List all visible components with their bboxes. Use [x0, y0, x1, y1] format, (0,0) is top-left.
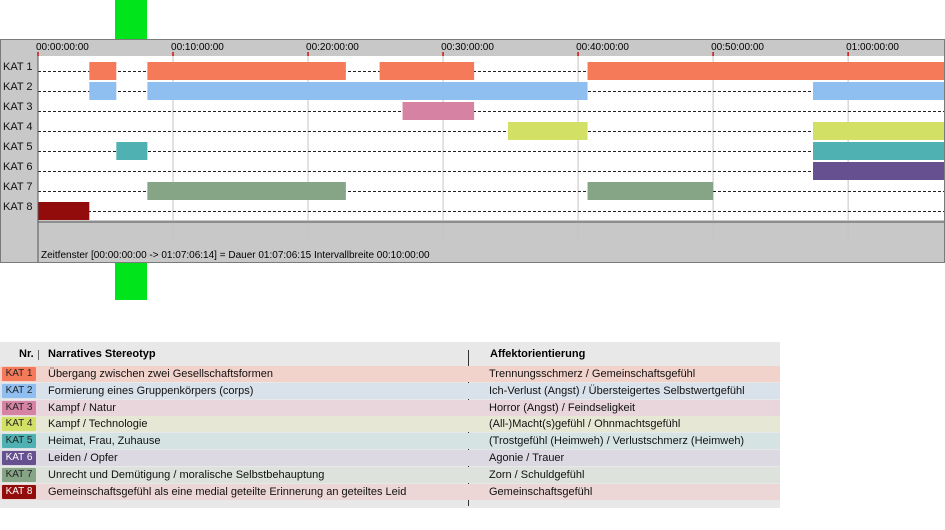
tick-label: 00:10:00:00: [171, 42, 224, 53]
legend-stereotyp-text: Unrecht und Demütigung / moralische Selb…: [48, 468, 325, 481]
legend-kat-swatch: KAT 5: [2, 434, 36, 449]
legend-kat-swatch: KAT 7: [2, 467, 36, 482]
playhead-marker-top[interactable]: [115, 0, 147, 39]
legend-row: KAT 8 Gemeinschaftsgefühl als eine medial…: [0, 483, 780, 500]
legend-stereotyp-text: Heimat, Frau, Zuhause: [48, 435, 161, 448]
legend-row: KAT 2 Formierung eines Gruppenkörpers (co…: [0, 382, 780, 399]
legend-affekt-text: (Trostgefühl (Heimweh) / Verlustschmerz …: [489, 435, 745, 448]
category-label: KAT 4: [3, 121, 33, 133]
legend-kat-swatch: KAT 4: [2, 417, 36, 432]
legend-row: KAT 6 Leiden / Opfer Agonie / Trauer: [0, 450, 780, 466]
legend-affekt-text: Zorn / Schuldgefühl: [489, 468, 585, 481]
legend-kat-swatch: KAT 1: [2, 367, 36, 381]
category-legend: Nr. Narratives Stereotyp Affektorientier…: [0, 342, 780, 508]
legend-affekt-text: Trennungsschmerz / Gemeinschaftsgefühl: [489, 368, 696, 380]
legend-stereotyp-text: Leiden / Opfer: [48, 452, 118, 464]
legend-affekt-text: Gemeinschaftsgefühl: [489, 485, 593, 498]
tick-label: 00:30:00:00: [441, 42, 494, 53]
category-label: KAT 5: [3, 141, 33, 153]
segment-bar: [813, 162, 944, 180]
segment-bar: [89, 82, 117, 100]
playhead-marker-bottom[interactable]: [115, 263, 147, 300]
segment-bar: [507, 122, 588, 140]
segment-bar: [813, 142, 944, 160]
segment-bar: [813, 122, 944, 140]
category-label: KAT 8: [3, 201, 33, 213]
timeline-plot: [37, 52, 944, 262]
legend-header-stereotyp: Narratives Stereotyp: [48, 348, 156, 360]
tick-label: 01:00:00:00: [846, 42, 899, 53]
legend-affekt-text: Horror (Angst) / Feindseligkeit: [489, 401, 636, 414]
legend-row: KAT 7 Unrecht und Demütigung / moralische…: [0, 466, 780, 483]
legend-affekt-text: (All-)Macht(s)gefühl / Ohnmachtsgefühl: [489, 418, 681, 431]
segment-bar: [38, 202, 90, 220]
legend-stereotyp-text: Kampf / Natur: [48, 401, 116, 414]
legend-affekt-text: Ich-Verlust (Angst) / Übersteigertes Sel…: [489, 384, 745, 397]
timeline-panel: KAT 1 KAT 2 KAT 3 KAT 4 KAT 5 KAT 6 KAT 7 KAT 8…: [0, 39, 945, 263]
segment-bar: [587, 62, 944, 80]
legend-row: KAT 3 Kampf / Natur Horror (Angst) / Feind…: [0, 399, 780, 416]
segment-bar: [379, 62, 475, 80]
segment-bar: [402, 102, 475, 120]
tick-label: 00:40:00:00: [576, 42, 629, 53]
category-label: KAT 1: [3, 61, 33, 73]
segment-bar: [147, 62, 346, 80]
segment-bar: [147, 182, 346, 200]
category-label: KAT 2: [3, 81, 33, 93]
legend-kat-swatch: KAT 3: [2, 400, 36, 415]
legend-stereotyp-text: Formierung eines Gruppenkörpers (corps): [48, 384, 254, 397]
tick-label: 00:50:00:00: [711, 42, 764, 53]
segment-bar: [587, 182, 714, 200]
legend-kat-swatch: KAT 2: [2, 383, 36, 398]
tick-label: 00:20:00:00: [306, 42, 359, 53]
legend-affekt-text: Agonie / Trauer: [489, 452, 565, 464]
legend-kat-swatch: KAT 6: [2, 451, 36, 465]
status-bar-text: Zeitfenster [00:00:00:00 -> 01:07:06:14]…: [41, 250, 430, 261]
segment-bar: [116, 142, 148, 160]
segment-bar: [89, 62, 117, 80]
legend-row: KAT 4 Kampf / Technologie (All-)Macht(s)ge…: [0, 416, 780, 433]
segment-bar: [147, 82, 588, 100]
category-label: KAT 6: [3, 161, 33, 173]
legend-header-affekt: Affektorientierung: [490, 348, 586, 360]
category-label: KAT 7: [3, 181, 33, 193]
legend-kat-swatch: KAT 8: [2, 484, 36, 499]
legend-header-nr: Nr.: [19, 348, 34, 360]
segment-bar: [813, 82, 944, 100]
legend-stereotyp-text: Übergang zwischen zwei Gesellschaftsform…: [48, 368, 273, 380]
legend-row: KAT 5 Heimat, Frau, Zuhause (Trostgefühl (…: [0, 433, 780, 450]
category-label: KAT 3: [3, 101, 33, 113]
legend-stereotyp-text: Kampf / Technologie: [48, 418, 148, 431]
legend-header-separator: [38, 350, 39, 360]
legend-stereotyp-text: Gemeinschaftsgefühl als eine medial gete…: [48, 485, 407, 498]
legend-row: KAT 1 Übergang zwischen zwei Gesellschaft…: [0, 366, 780, 382]
tick-label: 00:00:00:00: [36, 42, 89, 53]
